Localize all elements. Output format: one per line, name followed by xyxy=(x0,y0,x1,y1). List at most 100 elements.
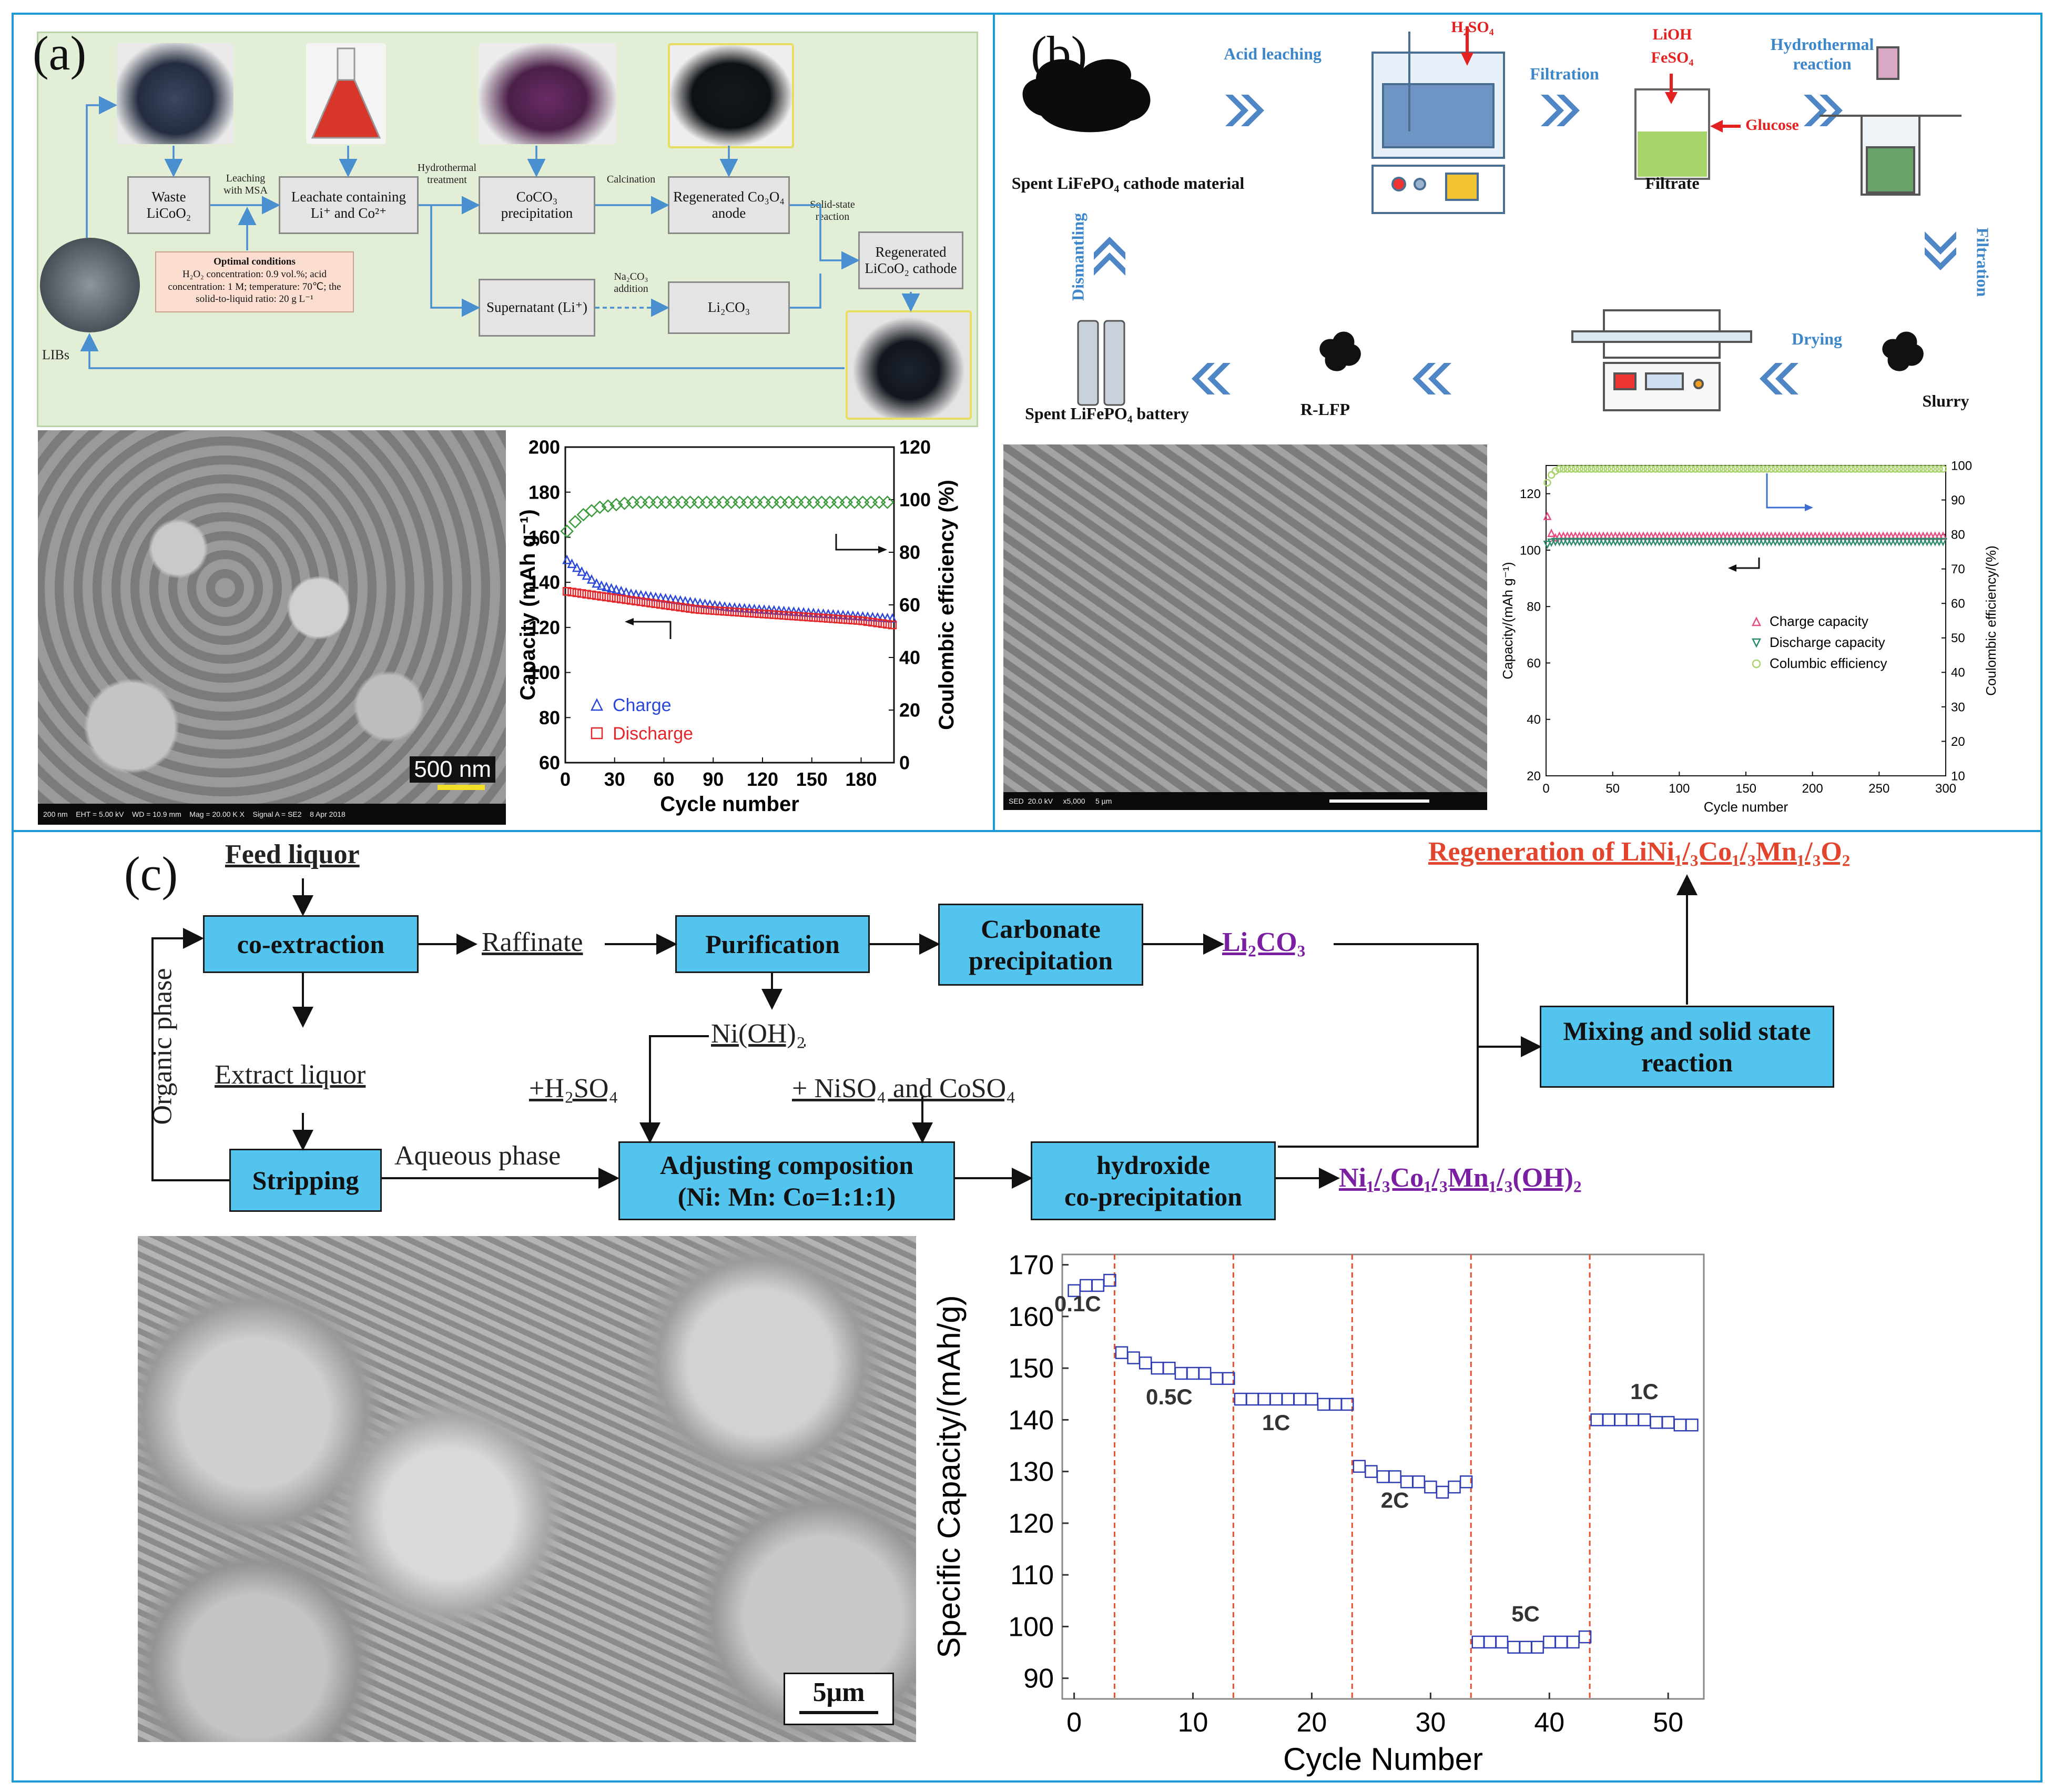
x-tick-label: 30 xyxy=(1415,1707,1446,1738)
axis-pointer-head xyxy=(878,546,887,553)
ncm-hydroxide-label: Ni₁/₃Co₁/₃Mn₁/₃(OH)₂ xyxy=(1339,1163,1582,1193)
data-point xyxy=(612,594,621,603)
y-tick-label: 200 xyxy=(529,437,560,458)
data-point xyxy=(1843,465,1851,473)
x-tick-label: 180 xyxy=(845,768,877,790)
data-point xyxy=(1879,465,1887,473)
data-point xyxy=(1915,538,1924,546)
hydrothermal-label: Hydrothermal treatment xyxy=(417,162,477,186)
panel-c-scale-label: 5μm xyxy=(812,1677,865,1707)
y2-tick-label: 80 xyxy=(899,542,920,563)
y2-tick-label: 100 xyxy=(1951,459,1972,473)
data-point xyxy=(1635,538,1644,546)
data-point xyxy=(1731,531,1740,540)
data-point xyxy=(1787,538,1796,546)
data-point xyxy=(1559,531,1568,540)
data-point xyxy=(1595,531,1604,540)
y-axis-label: Specific Capacity/(mAh/g) xyxy=(931,1295,967,1658)
axis-pointer-arrow xyxy=(1733,558,1760,569)
data-point xyxy=(873,619,882,627)
panel-c-letter: (c) xyxy=(124,847,178,900)
data-point xyxy=(676,603,685,612)
horizontal-divider xyxy=(14,830,2040,832)
data-point xyxy=(1763,465,1771,473)
data-point xyxy=(1655,465,1663,473)
adjusting-composition-box: Adjusting composition(Ni: Mn: Co=1:1:1) xyxy=(618,1141,955,1220)
data-point xyxy=(1831,465,1839,473)
panel-a-sem-info: 200 nm EHT = 5.00 kV WD = 10.9 mm Mag = … xyxy=(38,804,506,825)
panel-c-arrows xyxy=(151,874,1698,1189)
data-point xyxy=(641,598,651,607)
leaching-label: Leaching with MSA xyxy=(223,173,268,196)
optimal-conditions-text: H₂O₂ concentration: 0.9 vol.%; acid conc… xyxy=(168,268,341,305)
data-point xyxy=(1675,465,1683,473)
data-point xyxy=(710,606,719,615)
data-point xyxy=(568,515,582,529)
supernatant-box: Supernatant (Li⁺) xyxy=(479,279,595,337)
x-axis-label: Cycle number xyxy=(1704,799,1788,815)
dismantling-label: Dismantling xyxy=(1068,212,1088,301)
tube-furnace xyxy=(1571,309,1752,411)
data-point xyxy=(765,495,779,509)
data-point xyxy=(1875,531,1884,540)
panel-a-scale-bar-label: 500 nm xyxy=(410,756,495,783)
data-point xyxy=(1567,531,1576,540)
data-point xyxy=(1915,531,1924,540)
data-point xyxy=(1735,531,1744,540)
hydrothermal-reactor xyxy=(1820,46,1961,196)
regenerated-licoo2-box: Regenerated LiCoO₂ cathode xyxy=(858,231,963,289)
data-point xyxy=(700,599,710,609)
data-point xyxy=(1818,531,1827,540)
data-point xyxy=(1847,465,1855,473)
data-point xyxy=(1783,538,1792,546)
data-point xyxy=(1779,465,1787,473)
data-point xyxy=(872,612,882,622)
data-point xyxy=(1695,538,1704,546)
data-point xyxy=(1691,531,1700,540)
data-point xyxy=(666,601,675,610)
data-point xyxy=(587,590,596,600)
data-point xyxy=(656,600,665,609)
data-point xyxy=(1627,465,1635,473)
acid-leaching-label: Acid leaching xyxy=(1224,44,1322,63)
data-point xyxy=(1803,531,1812,540)
data-point xyxy=(1715,538,1724,546)
data-point xyxy=(1595,538,1604,546)
data-point xyxy=(1811,538,1820,546)
data-point xyxy=(1878,531,1887,540)
x-tick-label: 30 xyxy=(604,768,625,790)
data-point xyxy=(632,596,641,605)
data-point xyxy=(1910,531,1919,540)
y-tick-label: 60 xyxy=(1527,656,1541,671)
data-point xyxy=(1691,465,1699,473)
x-axis-label: Cycle number xyxy=(660,793,799,816)
licoo2-powder-photo xyxy=(846,310,972,420)
glucose-label: Glucose xyxy=(1745,116,1799,134)
data-point xyxy=(1807,538,1816,546)
data-point xyxy=(572,562,582,572)
data-point xyxy=(1563,531,1572,540)
spent-cathode-blob xyxy=(1022,59,1151,133)
data-point xyxy=(1743,465,1751,473)
data-point xyxy=(1863,465,1871,473)
data-point xyxy=(651,495,664,509)
leaching-apparatus xyxy=(1371,32,1505,214)
data-point xyxy=(1807,531,1816,540)
data-point xyxy=(1798,538,1807,546)
data-point xyxy=(1778,531,1787,540)
data-point xyxy=(1838,538,1847,546)
data-point xyxy=(1647,465,1655,473)
data-point xyxy=(1643,465,1651,473)
data-point xyxy=(774,495,788,509)
data-point xyxy=(1871,538,1879,546)
data-point xyxy=(1671,531,1680,540)
data-point xyxy=(1707,465,1715,473)
data-point xyxy=(1835,531,1844,540)
data-point xyxy=(1923,465,1931,473)
y-tick-label: 100 xyxy=(1008,1612,1054,1642)
flask-icon xyxy=(311,47,381,139)
data-point xyxy=(1818,538,1827,546)
filtration-label-2: Filtration xyxy=(1973,227,1993,297)
data-point xyxy=(1811,465,1819,473)
